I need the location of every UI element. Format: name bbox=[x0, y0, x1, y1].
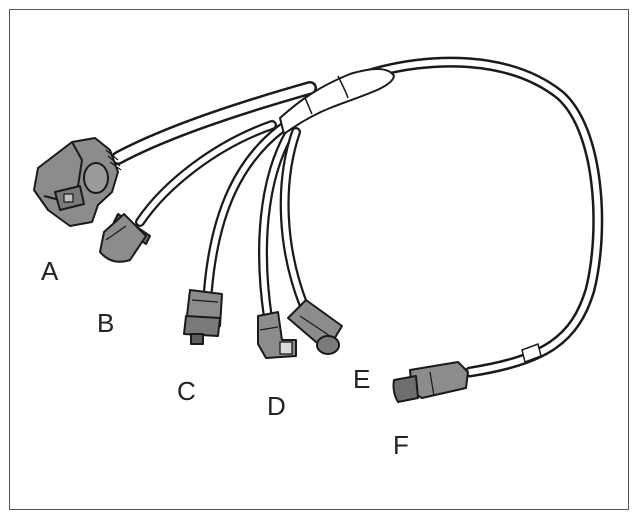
connector-c bbox=[183, 289, 223, 345]
connector-f bbox=[392, 361, 469, 403]
junction-sleeve bbox=[278, 68, 396, 136]
label-f: F bbox=[393, 430, 409, 460]
cable-a bbox=[111, 81, 317, 165]
connector-a bbox=[33, 137, 122, 227]
connector-e bbox=[287, 299, 343, 355]
cable-e bbox=[279, 127, 309, 311]
cable-f-band bbox=[521, 343, 542, 363]
label-d: D bbox=[267, 391, 286, 421]
label-c: C bbox=[177, 376, 196, 406]
cable-d bbox=[258, 127, 295, 323]
label-e: E bbox=[353, 364, 371, 394]
connector-b bbox=[99, 213, 151, 263]
cable-f bbox=[364, 56, 604, 378]
connector-d bbox=[257, 311, 297, 359]
cable-c bbox=[203, 123, 287, 295]
label-b: B bbox=[97, 308, 115, 338]
label-a: A bbox=[41, 256, 59, 286]
cable-b bbox=[135, 120, 277, 227]
